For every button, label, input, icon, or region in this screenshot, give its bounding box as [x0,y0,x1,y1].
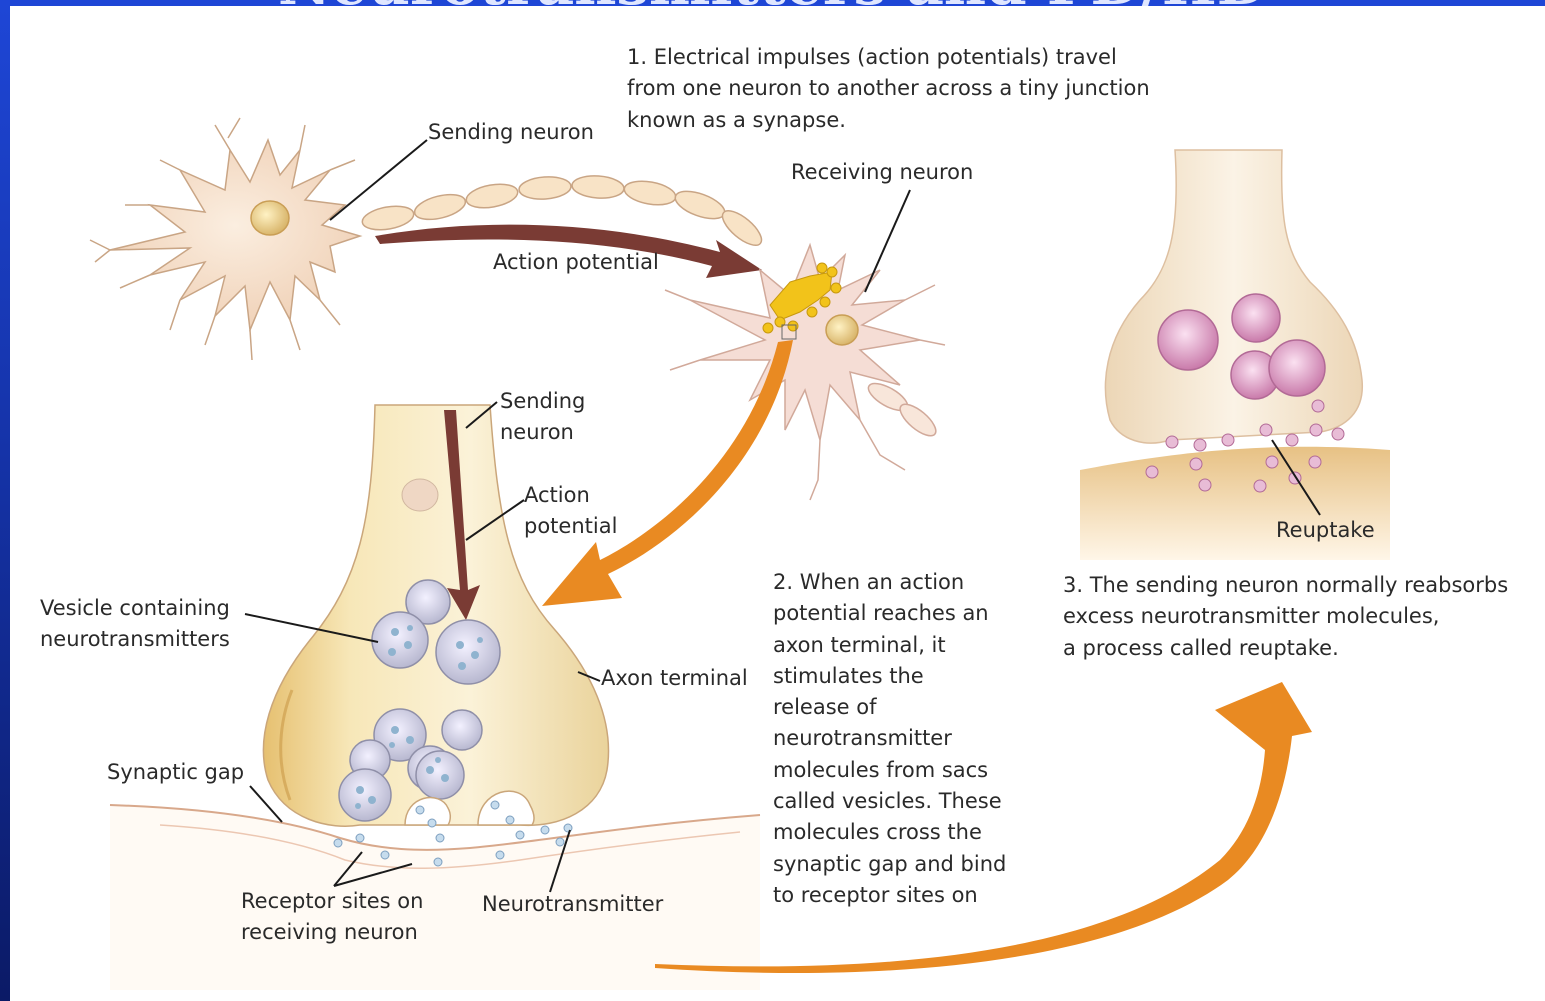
receiving-neuron-nucleus [826,315,858,345]
label-reuptake: Reuptake [1276,515,1375,546]
label-sending-neuron-mid: Sending neuron [500,386,585,449]
step-2-line: stimulates the [773,661,1006,692]
label-line: neurotransmitters [40,624,230,655]
label-line: Action [524,480,617,511]
step-2-line: called vesicles. These [773,786,1006,817]
step-1-line: 1. Electrical impulses (action potential… [627,42,1150,73]
step-2-line: potential reaches an [773,598,1006,629]
step-2-line: molecules cross the [773,817,1006,848]
label-line: receiving neuron [241,917,423,948]
label-axon-terminal: Axon terminal [601,663,748,694]
label-sending-neuron: Sending neuron [428,117,594,148]
label-synaptic-gap: Synaptic gap [107,757,244,788]
step-2-line: release of [773,692,1006,723]
step-2-line: neurotransmitter [773,723,1006,754]
step-2-line: axon terminal, it [773,630,1006,661]
sending-neuron-cell [90,118,360,360]
step-2-line: 2. When an action [773,567,1006,598]
label-receptor-sites: Receptor sites on receiving neuron [241,886,423,949]
label-action-potential: Action potential [493,247,659,278]
label-line: potential [524,511,617,542]
step-3-text: 3. The sending neuron normally reabsorbs… [1063,570,1508,664]
step-1-text: 1. Electrical impulses (action potential… [627,42,1150,136]
receiving-dendrite [864,378,940,441]
step-3-line: a process called reuptake. [1063,633,1508,664]
label-action-potential-mid: Action potential [524,480,617,543]
step-1-line: known as a synapse. [627,105,1150,136]
label-vesicle: Vesicle containing neurotransmitters [40,593,230,656]
step-2-text: 2. When an action potential reaches an a… [773,567,1006,911]
diagram-panel: 1. Electrical impulses (action potential… [10,6,1545,1001]
step-2-line: to receptor sites on [773,880,1006,911]
label-line: Sending [500,386,585,417]
step-2-line: synaptic gap and bind [773,849,1006,880]
step-2-line: molecules from sacs [773,755,1006,786]
label-neurotransmitter: Neurotransmitter [482,889,663,920]
label-receiving-neuron: Receiving neuron [791,157,973,188]
reuptake-terminal [1105,150,1362,443]
vesicle-small [402,479,438,511]
zoom-arrow [542,340,793,606]
step-3-line: 3. The sending neuron normally reabsorbs [1063,570,1508,601]
label-line: Vesicle containing [40,593,230,624]
label-line: neuron [500,417,585,448]
step-1-line: from one neuron to another across a tiny… [627,73,1150,104]
step-3-line: excess neurotransmitter molecules, [1063,601,1508,632]
label-line: Receptor sites on [241,886,423,917]
sending-neuron-nucleus [251,201,289,235]
